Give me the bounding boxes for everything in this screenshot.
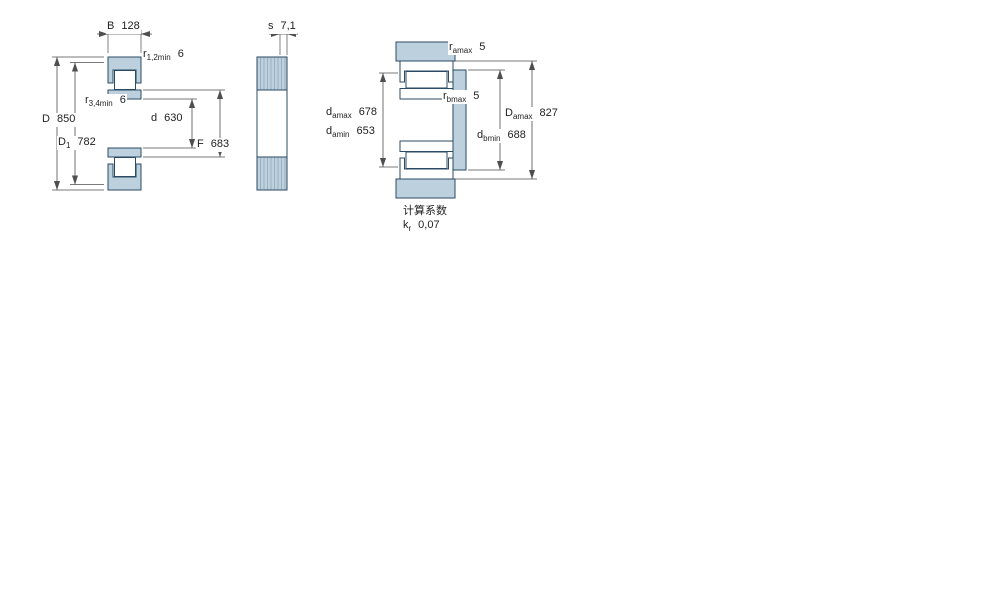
roller-bottom: [114, 157, 136, 177]
inner-ring-bottom: [107, 147, 142, 158]
mounting-view: [395, 41, 467, 199]
mounted-inner-ring-bottom: [399, 140, 454, 152]
side-view-top-ring: [256, 56, 288, 91]
extension-lines: [52, 30, 537, 191]
housing-shoulder-bottom: [395, 178, 456, 199]
mounted-outer-ring-bottom: [399, 157, 454, 180]
cross-section-view: [107, 56, 142, 191]
abutment-collar: [452, 69, 467, 171]
roller-top: [114, 70, 136, 90]
calculation-factors-title: 计算系数: [402, 205, 448, 218]
side-view-bottom-ring: [256, 156, 288, 191]
mounted-roller-bottom: [405, 151, 448, 169]
mounted-roller-top: [405, 71, 448, 89]
housing-shoulder-top: [395, 41, 456, 62]
side-view: [256, 56, 288, 191]
ring-hatching: [260, 57, 286, 190]
mounted-outer-ring-top: [399, 60, 454, 83]
